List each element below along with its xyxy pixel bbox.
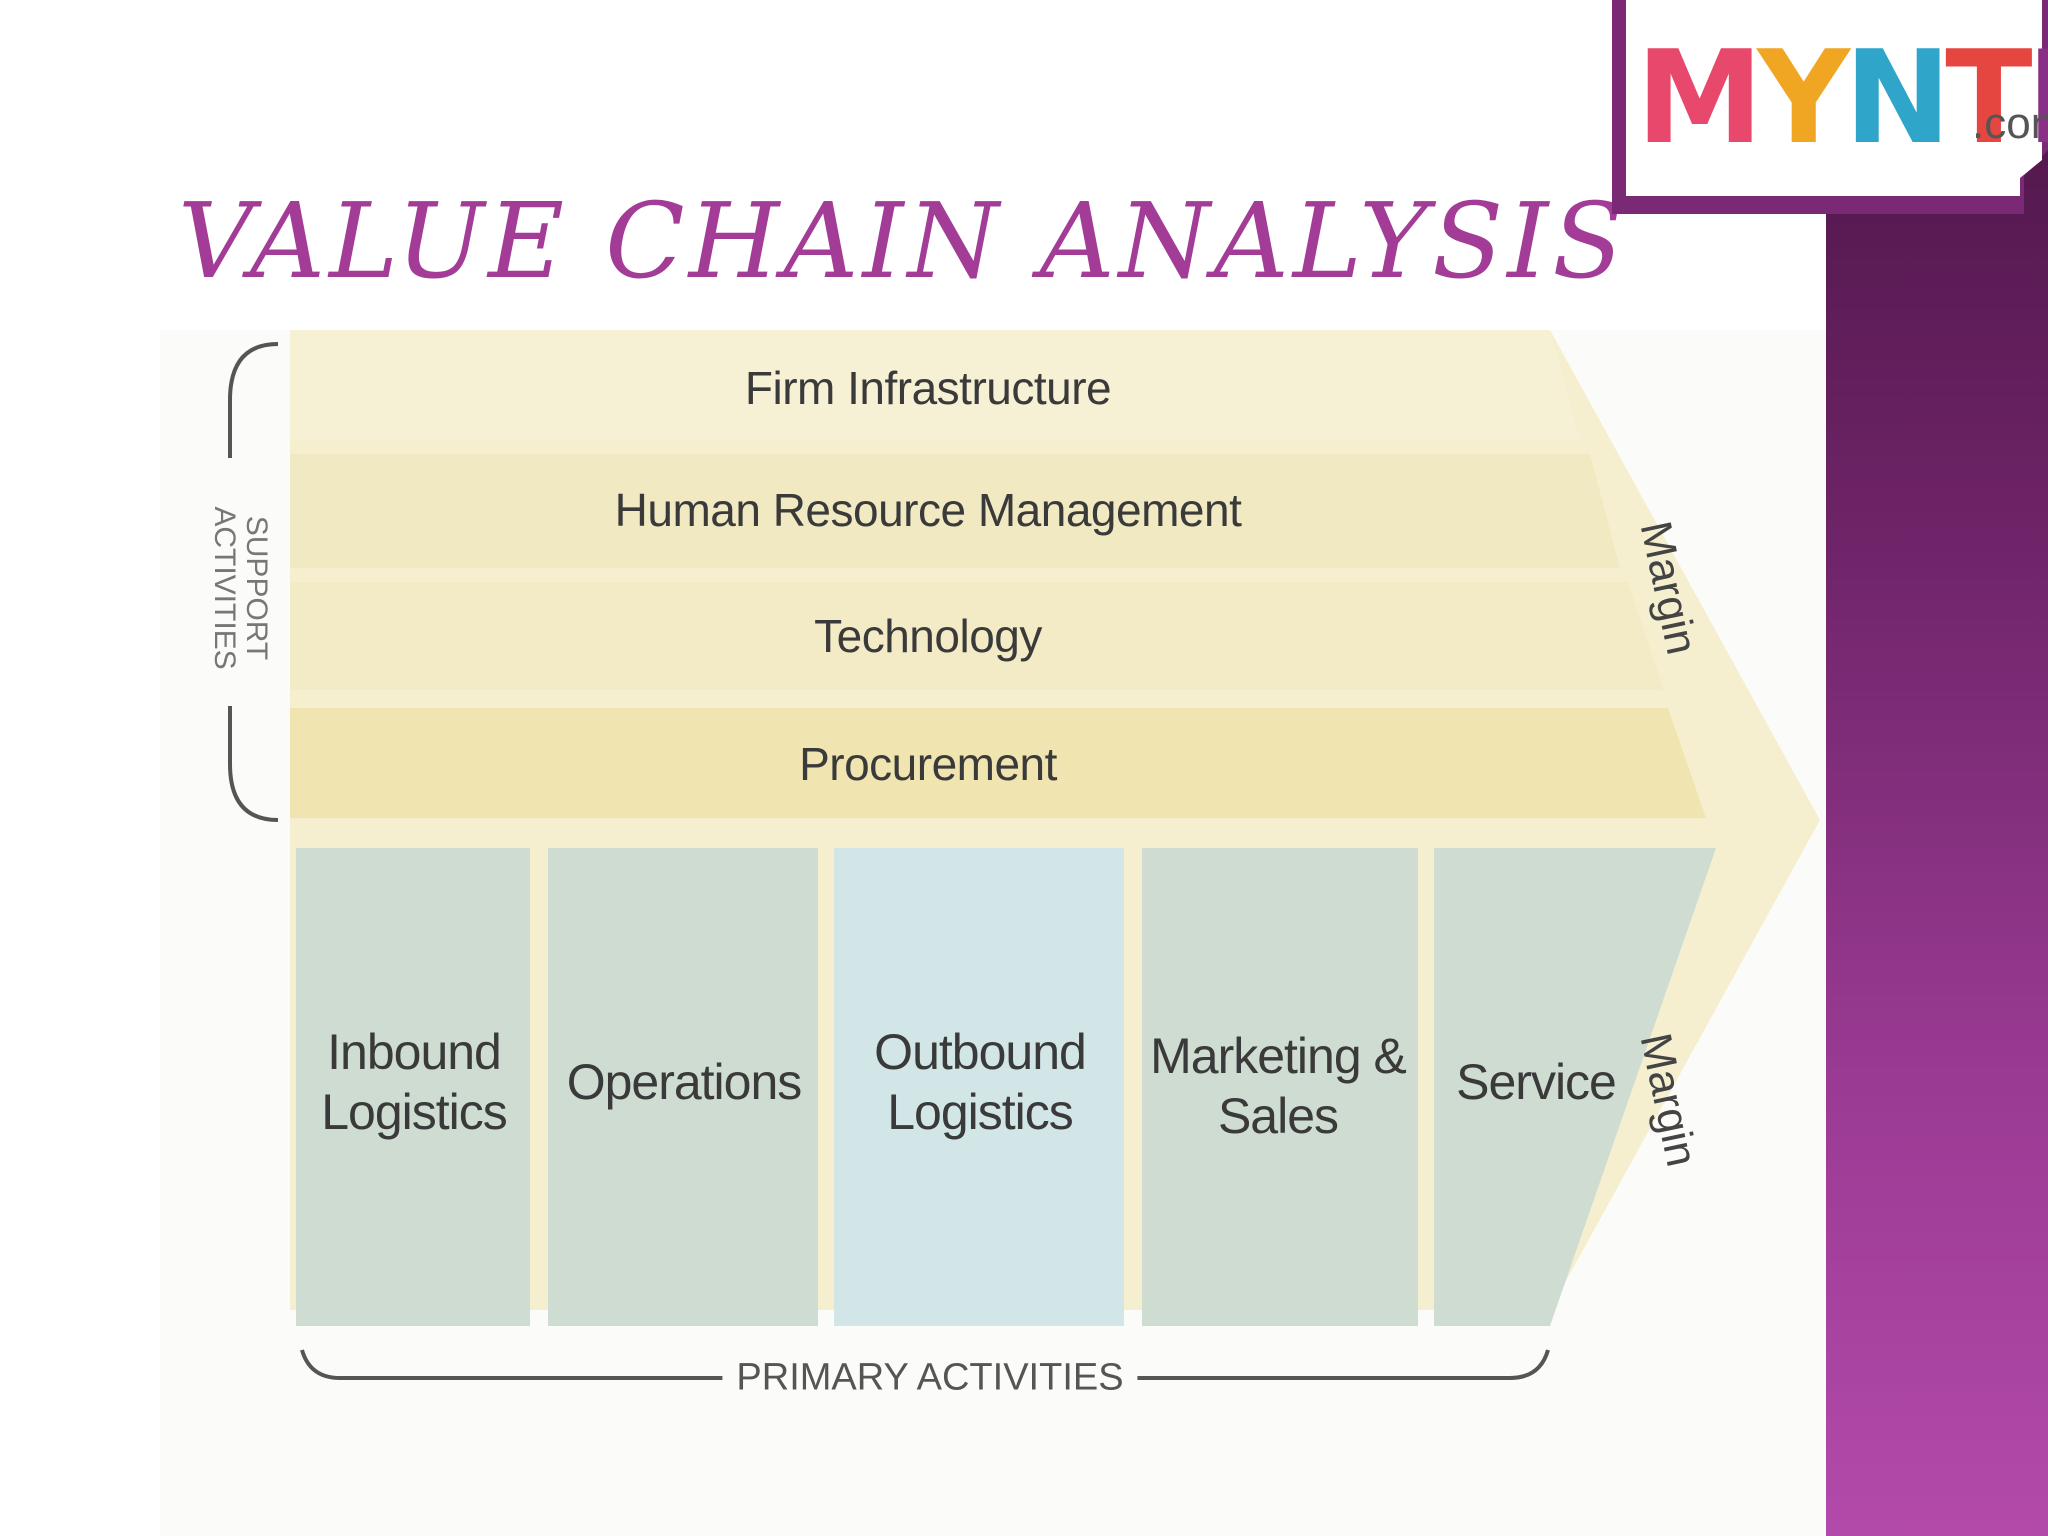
primary-block-shape bbox=[1434, 848, 1716, 1326]
support-band-shape bbox=[290, 708, 1706, 818]
logo-suffix: .com bbox=[1972, 99, 2048, 148]
primary-activity-label: Service bbox=[1456, 1054, 1617, 1110]
support-band-shape bbox=[290, 582, 1664, 690]
primary-block-shape bbox=[548, 848, 818, 1326]
support-band-shape bbox=[290, 330, 1580, 440]
value-chain-diagram: SUPPORT ACTIVITIES Firm Infrastructure H… bbox=[160, 330, 1826, 1536]
primary-activity-label: Operations bbox=[566, 1054, 803, 1110]
value-chain-shapes bbox=[228, 330, 1820, 1380]
support-activity-label: Procurement bbox=[799, 738, 1057, 790]
support-band-shape bbox=[290, 454, 1620, 568]
myntra-logo-graphic: MYNTRA .com bbox=[1612, 0, 2048, 214]
support-activities-caption: SUPPORT ACTIVITIES bbox=[208, 506, 273, 670]
support-activity-label: Human Resource Management bbox=[614, 484, 1242, 536]
support-activity-label: Technology bbox=[814, 610, 1042, 662]
margin-label: Margin bbox=[1630, 517, 1707, 659]
support-bracket bbox=[228, 342, 279, 458]
myntra-logo: MYNTRA .com bbox=[1612, 0, 2048, 214]
primary-block-shape bbox=[1142, 848, 1418, 1326]
primary-bracket bbox=[300, 1349, 740, 1380]
svg-text:MYNTRA: MYNTRA bbox=[1636, 24, 2048, 173]
primary-bracket bbox=[1100, 1349, 1550, 1380]
support-bracket bbox=[228, 706, 279, 822]
primary-block-shape bbox=[834, 848, 1124, 1326]
side-decor-panel bbox=[1826, 0, 2048, 1536]
slide-title: VALUE CHAIN ANALYSIS bbox=[178, 180, 1628, 302]
support-activity-label: Firm Infrastructure bbox=[744, 362, 1112, 414]
primary-activity-label: Marketing & Sales bbox=[1150, 1028, 1407, 1144]
primary-block-shape bbox=[296, 848, 530, 1326]
margin-label: Margin bbox=[1630, 1029, 1707, 1171]
primary-activity-label: Inbound Logistics bbox=[321, 1024, 508, 1140]
primary-activity-label: Outbound Logistics bbox=[874, 1024, 1087, 1140]
primary-activities-caption: PRIMARY ACTIVITIES bbox=[722, 1356, 1138, 1400]
